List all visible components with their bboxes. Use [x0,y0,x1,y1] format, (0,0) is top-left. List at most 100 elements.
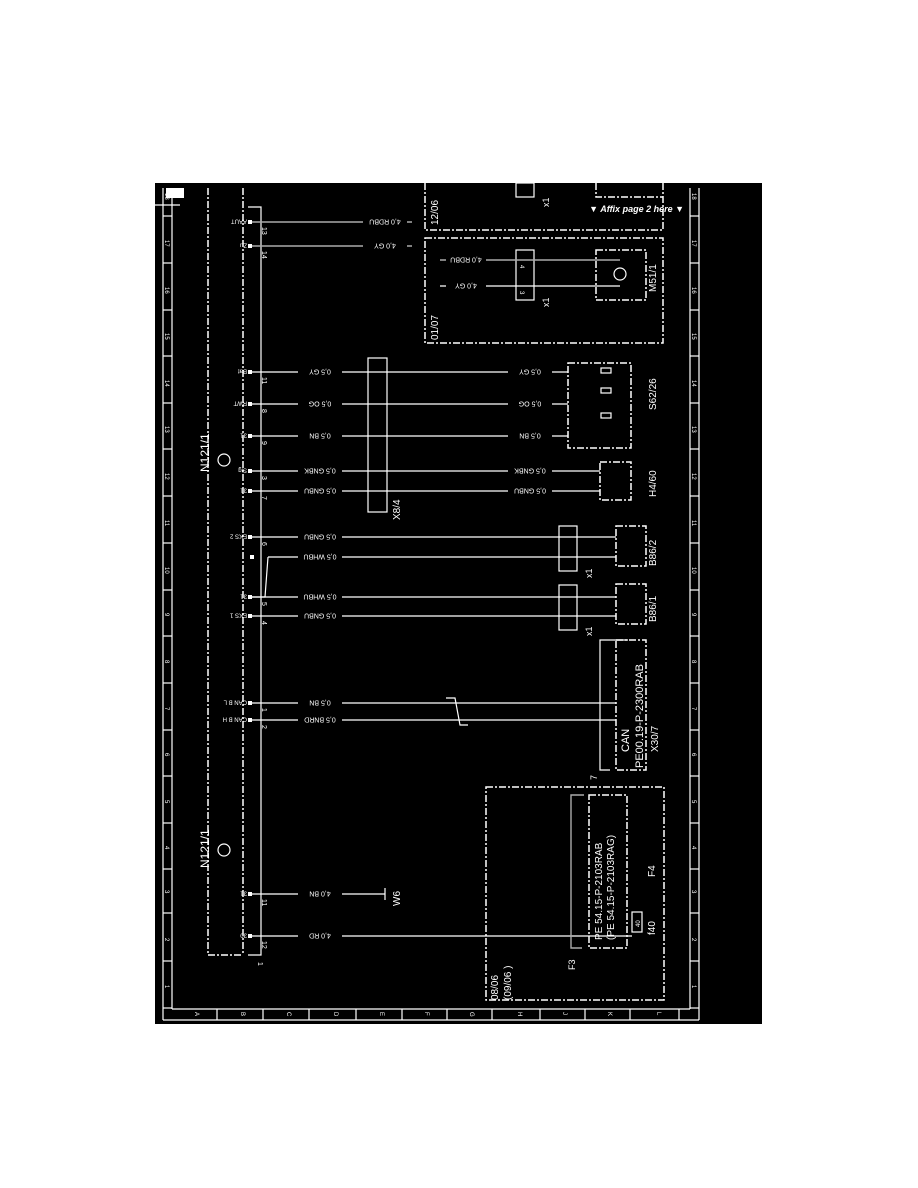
s62-26-switch [567,362,632,449]
wire-label-bg [298,715,342,725]
wire-label-bg [363,217,407,227]
pin-number: 2 [260,725,267,729]
row-label-right: 14 [690,380,696,387]
column-label: D [332,1012,338,1017]
row-label-right: 15 [690,333,696,340]
s62-26-label: S62/26 [648,378,659,410]
pin-terminal [248,402,252,406]
pin-number: 12 [260,941,267,949]
x1-connector-b86-1 [558,584,578,631]
wire-label: 0,5 GNBU [304,533,336,540]
x30-7-can-connector [615,639,647,771]
signal-label: CAN B L [223,699,247,705]
wire-label-bg [298,698,342,708]
pin-number: 7 [260,496,267,500]
row-label-left: 2 [163,938,169,942]
x8-4-label: X8/4 [392,499,403,520]
x8-4-connector [367,357,388,513]
wire-label: 0,5 BN [309,699,330,706]
wire-label: 0,5 BNRD [304,716,336,723]
wire: EKS 260,5 GNBU [229,532,616,546]
row-label-right: 11 [690,520,696,527]
pin-terminal [248,220,252,224]
row-label-left: 9 [163,613,169,617]
pin-terminal [248,892,252,896]
frame-border [155,188,700,1021]
row-label-right: 7 [690,707,696,711]
pin-terminal [248,469,252,473]
signal-label: Zu [240,242,247,248]
wire-label-bg [363,241,407,251]
row-label-left: 12 [163,473,169,480]
wire-label: 0,5 WHBU [303,553,336,560]
row-label-right: 17 [690,240,696,247]
row-label-right: 2 [690,938,696,942]
date-box-upper-1 [424,183,664,231]
wire-label-bg [298,431,342,441]
f3-fuse-block [588,794,628,949]
pin-terminal [248,489,252,493]
signal-label: Bat [238,368,247,374]
fuse-reference-1: PE 54.15-P-2103RAB [594,842,605,940]
x1-label: x1 [541,197,551,207]
f3-outline [570,794,584,949]
column-label: B [239,1012,245,1016]
motor-wire-label: 4,0 GY [455,282,477,289]
pin-number: 1 [260,708,267,712]
date-range-lower-alt: (09/06 ) [503,966,514,1000]
switch-resistor [600,387,612,394]
wire-label-bg [508,399,552,409]
pin-number: 5 [260,602,267,606]
wire-label-bg [446,281,486,291]
x1-connector-m51 [515,249,535,301]
pin-number: 9 [260,441,267,445]
signal-label: 31 [240,487,247,493]
wire-label-bg [508,486,552,496]
wire-label-bg [446,255,486,265]
pin-terminal [250,555,254,559]
pin-terminal [248,535,252,539]
signal-label: CAN B H [223,716,247,722]
wire-label-bg [508,431,552,441]
pin-number: 8 [260,409,267,413]
x1-connector-b86-2 [558,525,578,572]
row-label-left: 11 [163,520,169,527]
row-label-right: 4 [690,846,696,850]
date-box-top [595,183,663,198]
signal-label: RWT [233,400,247,406]
pin-terminal [248,595,252,599]
motor-pin-number: 3 [518,291,524,295]
wire-label-2: 0,5 GNBU [514,487,546,494]
affix-page-note: ▼ Affix page 2 here ▼ [589,204,684,214]
column-label: L [655,1012,661,1016]
row-label-right: 5 [690,800,696,804]
f40-fuse [631,911,643,933]
motor-icon [613,267,627,281]
signal-label: AAUT [231,218,247,224]
wire-label-bg [298,532,342,542]
b86-1-sensor [615,583,647,625]
pin-number: 14 [260,251,267,259]
f4-fuse-box [485,786,665,1001]
date-range-lower: 08/06 [490,975,501,1000]
wire-label: 0,5 WHBU [303,593,336,600]
wire-label: 0,5 OG [309,400,332,407]
row-label-left: 14 [163,380,169,387]
switch-resistor [600,412,612,419]
wire-label-bg [298,552,342,562]
wire: CAN B L 1 0,5 BN [223,698,616,712]
column-label: H [516,1012,522,1016]
pin-terminal [248,701,252,705]
wire-label: 0,5 GNBK [304,467,336,474]
x1-label: x1 [541,297,551,307]
diagram-background [155,183,762,1024]
pin-number: 13 [260,227,267,235]
pin-number: 3 [260,476,267,480]
